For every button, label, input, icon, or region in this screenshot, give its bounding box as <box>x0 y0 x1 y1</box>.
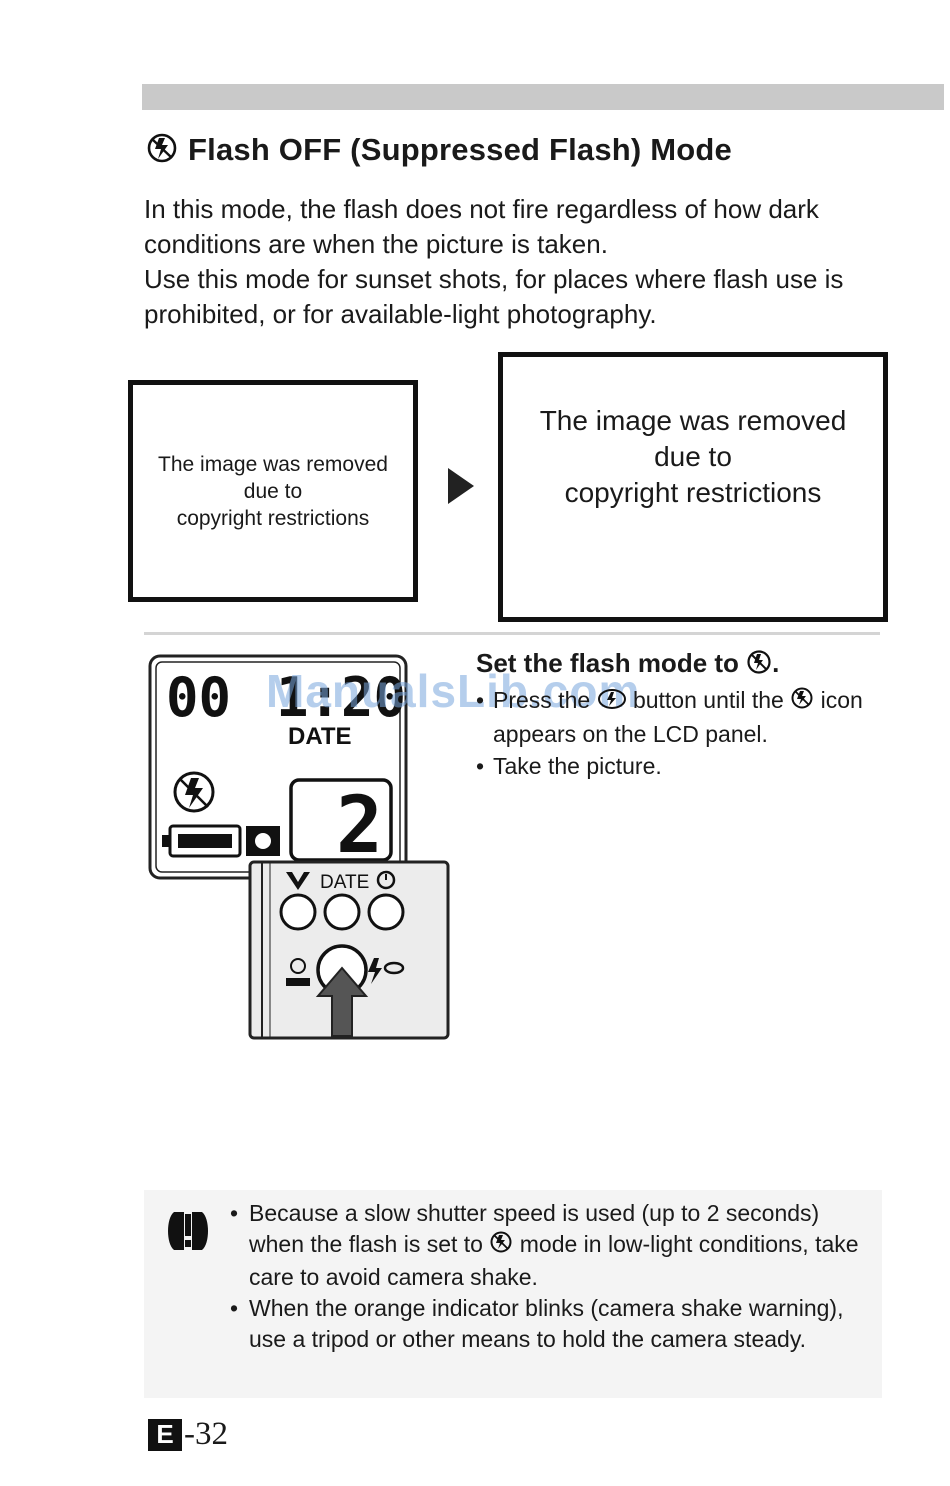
flash-off-icon <box>790 686 814 718</box>
title-text: Flash OFF (Suppressed Flash) Mode <box>188 132 732 167</box>
list-bullet: • <box>476 687 485 713</box>
self-timer-icon <box>376 870 396 890</box>
camera-button-panel: DATE <box>248 860 452 1047</box>
mode-button <box>279 893 317 931</box>
step-item-1b: button until the <box>632 687 784 713</box>
page-number: E -32 <box>148 1416 228 1453</box>
note-item-1a: Because a slow shutter speed is used (up… <box>249 1200 820 1257</box>
flash-off-icon <box>146 131 178 170</box>
page-title: Flash OFF (Suppressed Flash) Mode <box>146 130 732 170</box>
caution-icon <box>164 1208 212 1259</box>
flash-button-icon <box>597 686 627 718</box>
intro-text: In this mode, the flash does not fire re… <box>144 192 884 332</box>
watermark: ManualsLib.com <box>266 665 641 717</box>
lcd-digits-right: 1:20 <box>276 666 406 729</box>
flash-redeye-icon <box>368 958 405 984</box>
battery-icon <box>162 824 242 858</box>
intro-paragraph-2: Use this mode for sunset shots, for plac… <box>144 264 844 329</box>
lcd-digits-left: 00 <box>166 666 231 729</box>
removed-image-left: The image was removed due to copyright r… <box>128 380 418 602</box>
list-bullet: • <box>476 752 485 779</box>
intro-paragraph-1: In this mode, the flash does not fire re… <box>144 194 819 259</box>
step-item-1a: Press the <box>493 687 591 713</box>
panel-date-label: DATE <box>320 872 369 893</box>
removed-text-line1: The image was removed <box>158 452 388 476</box>
list-item: • When the orange indicator blinks (came… <box>230 1293 880 1355</box>
removed-text-line3: copyright restrictions <box>176 506 370 530</box>
list-bullet: • <box>230 1294 239 1321</box>
removed-image-right: The image was removed due to copyright r… <box>498 352 888 622</box>
step-heading-text: Set the flash mode to <box>476 648 739 678</box>
list-item: • Take the picture. <box>476 750 896 782</box>
lcd-counter: 2 <box>336 781 383 871</box>
removed-text-line2: due to <box>243 479 303 503</box>
page-section-letter: E <box>148 1418 182 1451</box>
step-heading: Set the flash mode to . <box>476 648 779 682</box>
removed-text-line3: copyright restrictions <box>564 477 822 508</box>
step-item-2: Take the picture. <box>493 752 662 779</box>
page-number-text: -32 <box>184 1416 228 1452</box>
play-arrow-icon <box>448 468 474 504</box>
step-instructions: • Press the button until the icon appear… <box>476 684 896 782</box>
step-item-1c: icon appears on the LCD panel. <box>493 687 863 747</box>
caution-notes: • Because a slow shutter speed is used (… <box>230 1198 880 1355</box>
list-item: • Because a slow shutter speed is used (… <box>230 1198 880 1293</box>
removed-text-line2: due to <box>654 441 732 472</box>
removed-text-line1: The image was removed <box>539 405 847 436</box>
red-eye-icon <box>286 958 310 986</box>
flash-off-icon <box>489 1230 513 1262</box>
list-item: • Press the button until the icon appear… <box>476 684 896 750</box>
flash-off-icon <box>746 649 772 682</box>
step-heading-period: . <box>772 648 780 678</box>
section-divider <box>144 632 880 635</box>
lcd-date-label: DATE <box>288 723 352 750</box>
timer-button <box>367 893 405 931</box>
note-item-1b: mode in low-light conditions, take care … <box>249 1231 859 1290</box>
note-item-2: When the orange indicator blinks (camera… <box>249 1294 844 1352</box>
date-button <box>323 893 361 931</box>
header-bar <box>142 84 944 110</box>
press-arrow-icon <box>315 966 369 1037</box>
lcd-mode-icon <box>246 826 280 856</box>
caution-box <box>144 1190 882 1398</box>
lcd-flash-off-icon <box>173 771 215 813</box>
list-bullet: • <box>230 1200 239 1226</box>
